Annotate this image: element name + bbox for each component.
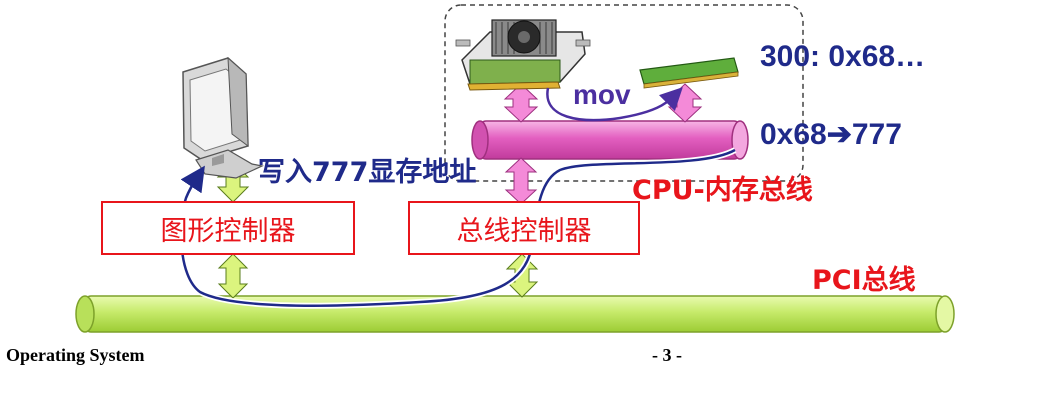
graphics-controller-box: 图形控制器 xyxy=(101,201,355,255)
memory-bus-arrow xyxy=(667,83,703,123)
pci-bus-label: PCI总线 xyxy=(812,265,916,296)
cpu-chip-icon xyxy=(455,19,591,91)
computer-monitor-icon xyxy=(182,56,264,179)
write-vram-label: 写入777显存地址 xyxy=(258,157,477,188)
mov-arrow xyxy=(546,87,683,122)
bus-controller-pci-arrow xyxy=(505,253,539,298)
memory-value-label: 300: 0x68… xyxy=(760,40,926,73)
memory-module-icon xyxy=(639,57,739,89)
pci-bus xyxy=(75,295,955,333)
course-title: Operating System xyxy=(6,345,145,365)
cpu-memory-bus-label: CPU-内存总线 xyxy=(632,175,813,206)
page-number: - 3 - xyxy=(652,345,682,365)
bus-controller-box: 总线控制器 xyxy=(408,201,640,255)
cpu-bus-arrow xyxy=(503,83,539,123)
address-remap-label: 0x68➔777 xyxy=(760,118,902,151)
mov-label: mov xyxy=(573,79,631,110)
cpu-memory-bus xyxy=(471,120,749,160)
bus-controller-label: 总线控制器 xyxy=(456,215,592,247)
cpu-memory-region xyxy=(444,4,804,182)
graphics-controller-label: 图形控制器 xyxy=(160,215,296,247)
graphics-pci-arrow xyxy=(217,253,249,299)
